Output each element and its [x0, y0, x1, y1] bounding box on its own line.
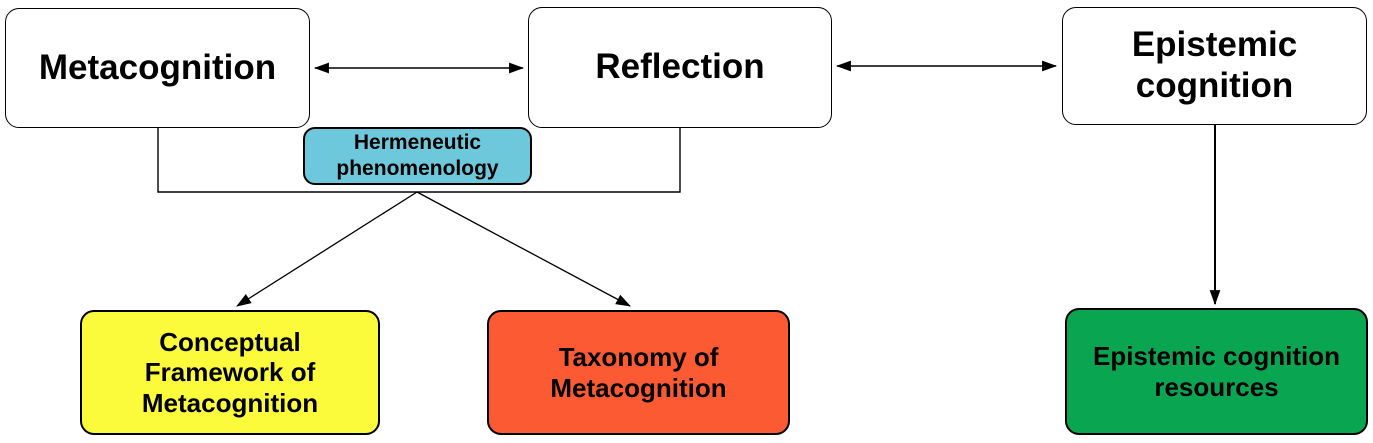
edge-bracket-metacognition-reflection [157, 128, 681, 193]
edge-hermeneutic-to-conceptual-arrow [236, 191, 418, 307]
node-hermeneutic-phenomenology: Hermeneutic phenomenology [303, 127, 532, 185]
node-metacognition-label: Metacognition [38, 47, 277, 87]
node-epistemic-cognition-label: Epistemic cognition [1131, 25, 1298, 105]
node-reflection: Reflection [528, 7, 832, 128]
node-epistemic-cognition-resources-label: Epistemic cognition resources [1092, 341, 1341, 402]
node-reflection-label: Reflection [595, 47, 765, 87]
node-hermeneutic-phenomenology-label: Hermeneutic phenomenology [336, 130, 499, 180]
node-taxonomy-of-metacognition: Taxonomy of Metacognition [487, 310, 790, 435]
node-epistemic-cognition: Epistemic cognition [1062, 7, 1367, 125]
node-taxonomy-of-metacognition-label: Taxonomy of Metacognition [550, 342, 727, 403]
node-conceptual-framework-label: Conceptual Framework of Metacognition [141, 326, 319, 418]
node-metacognition: Metacognition [5, 8, 310, 128]
edge-hermeneutic-to-taxonomy-arrow [416, 191, 631, 307]
node-epistemic-cognition-resources: Epistemic cognition resources [1065, 308, 1368, 435]
node-conceptual-framework: Conceptual Framework of Metacognition [80, 310, 380, 435]
